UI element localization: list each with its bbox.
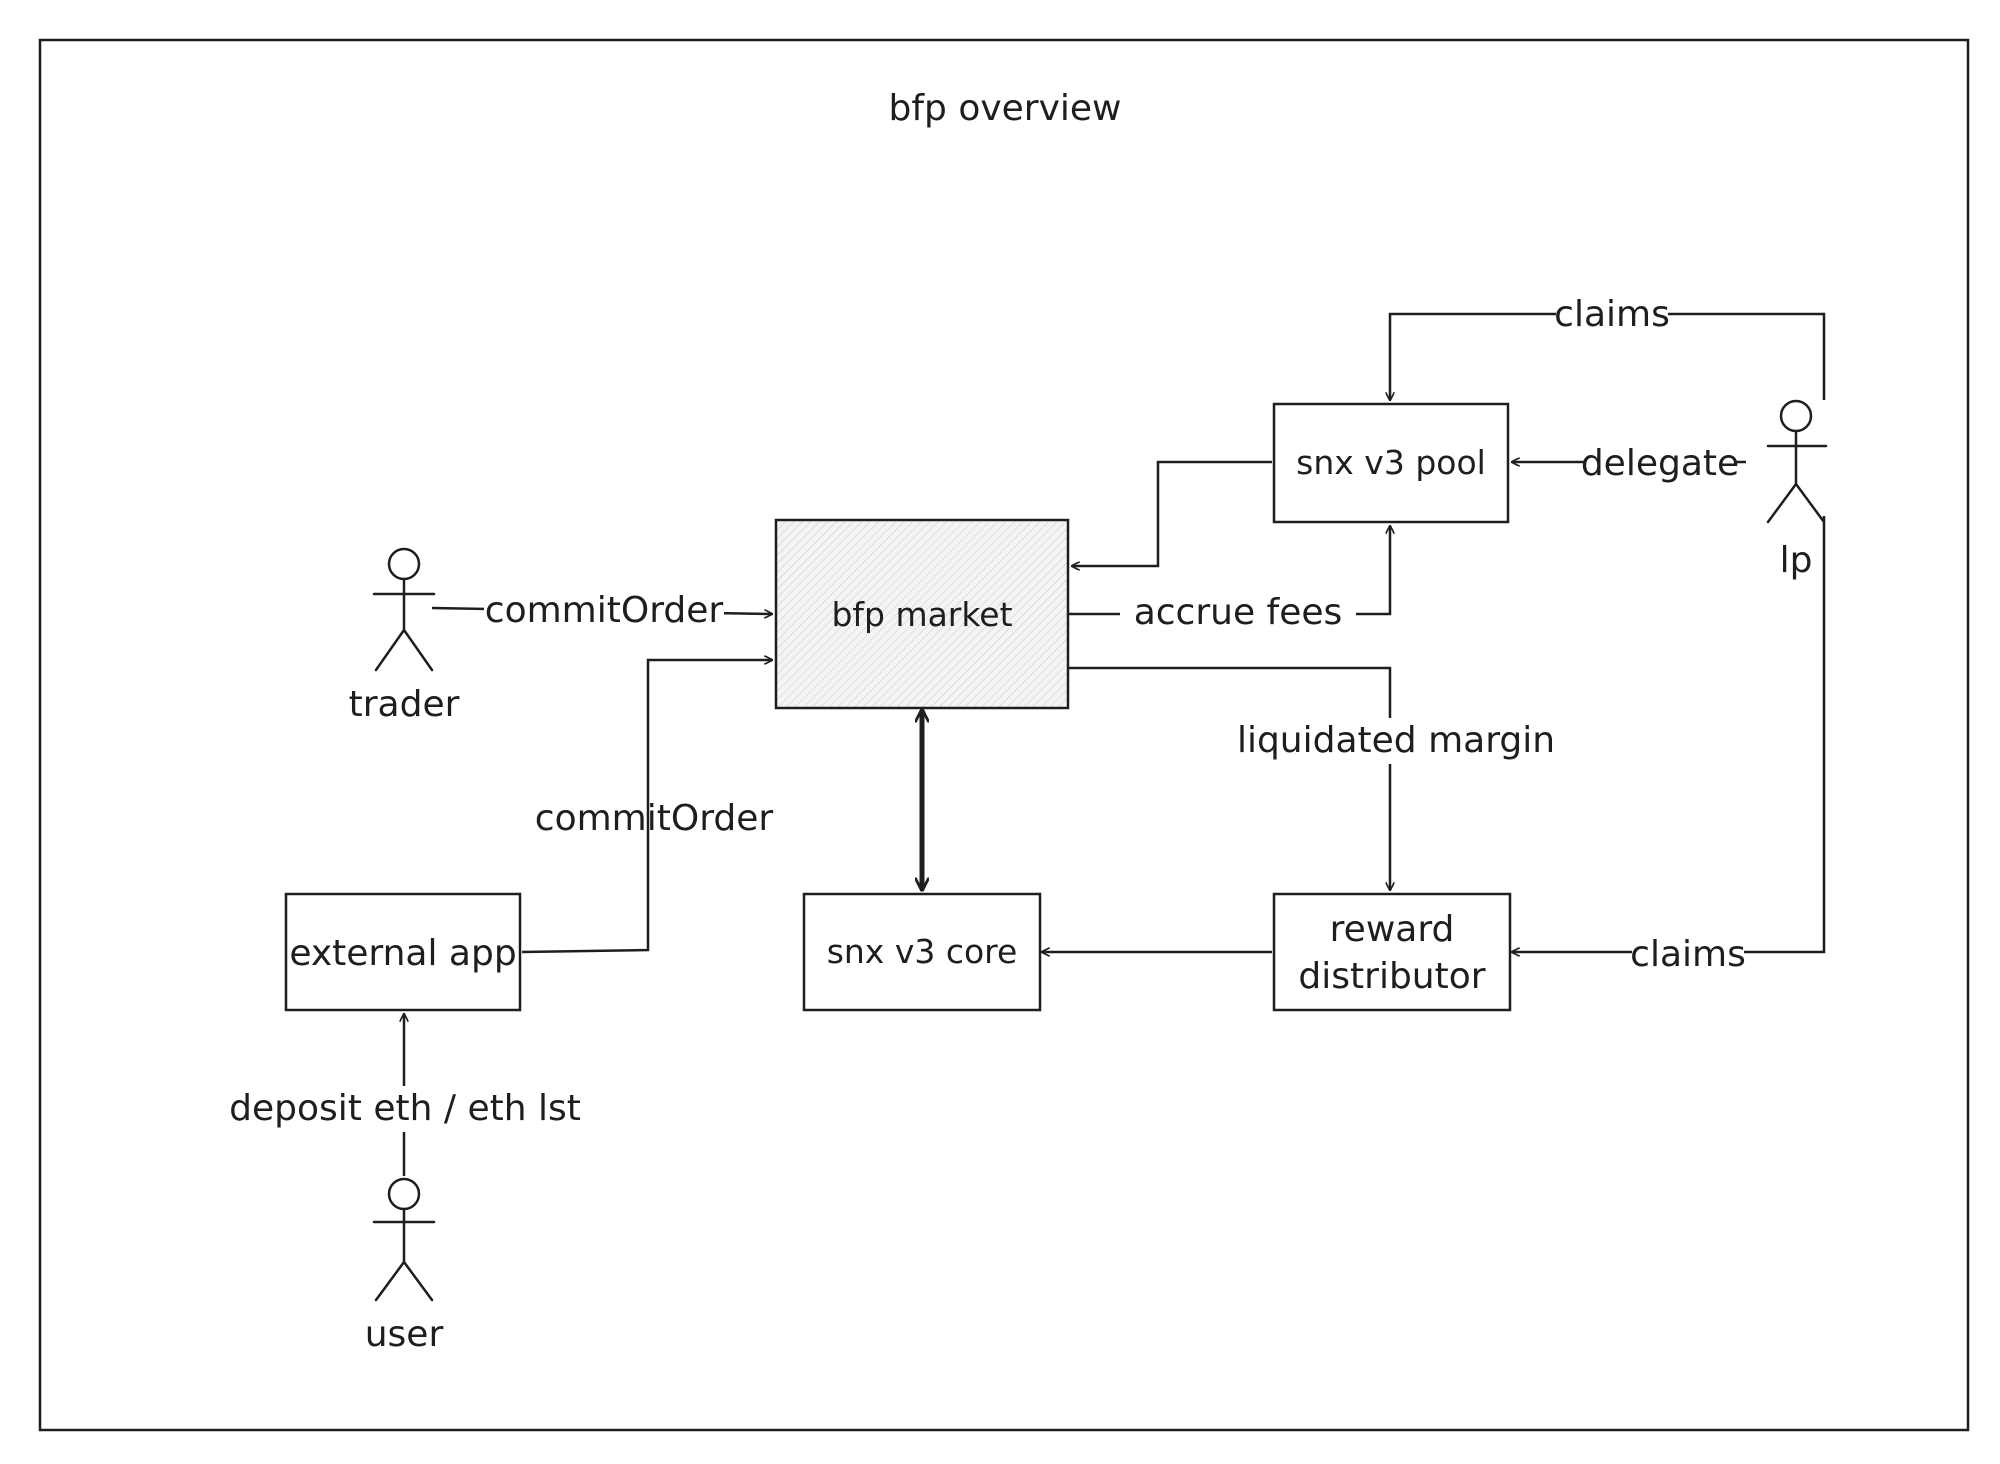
edge-lp-claims-to-reward-distributor	[1512, 516, 1826, 952]
node-external-app-label: external app	[289, 933, 516, 974]
node-external-app-box	[284, 892, 522, 1012]
edge-pool-to-market	[1072, 460, 1272, 566]
node-snx-v3-core-box	[802, 892, 1042, 1012]
edge-market-to-reward-distributor	[1068, 666, 1390, 890]
actor-user-icon	[372, 1177, 436, 1302]
actor-lp-icon	[1766, 399, 1828, 524]
actor-user-label: user	[365, 1314, 444, 1355]
edge-label-liquidated-margin: liquidated margin	[1237, 720, 1555, 761]
node-bfp-market-label: bfp market	[831, 595, 1012, 634]
diagram-frame	[38, 38, 1970, 1432]
edge-external-app-to-market	[521, 660, 772, 954]
edge-label-deposit: deposit eth / eth lst	[229, 1088, 581, 1129]
edge-label-app-commit-order: commitOrder	[535, 798, 774, 839]
edge-label-claims-top: claims	[1554, 294, 1670, 335]
node-bfp-market-box	[774, 518, 1070, 710]
node-reward-distributor-box	[1272, 892, 1512, 1012]
node-reward-distributor-label-line2: distributor	[1298, 956, 1485, 997]
edge-label-claims-bottom: claims	[1630, 934, 1746, 975]
node-reward-distributor-label-line1: reward	[1330, 909, 1455, 950]
node-snx-v3-core-label: snx v3 core	[827, 932, 1018, 971]
node-snx-v3-pool-box	[1272, 402, 1510, 524]
edge-label-trader-commit-order: commitOrder	[485, 590, 724, 631]
actor-lp-label: lp	[1780, 540, 1813, 581]
edge-label-delegate: delegate	[1581, 443, 1739, 484]
diagram-title: bfp overview	[889, 88, 1122, 129]
edge-label-accrue-fees: accrue fees	[1134, 592, 1343, 633]
node-snx-v3-pool-label: snx v3 pool	[1296, 443, 1486, 482]
actor-trader-icon	[372, 547, 436, 672]
actor-trader-label: trader	[349, 684, 460, 725]
